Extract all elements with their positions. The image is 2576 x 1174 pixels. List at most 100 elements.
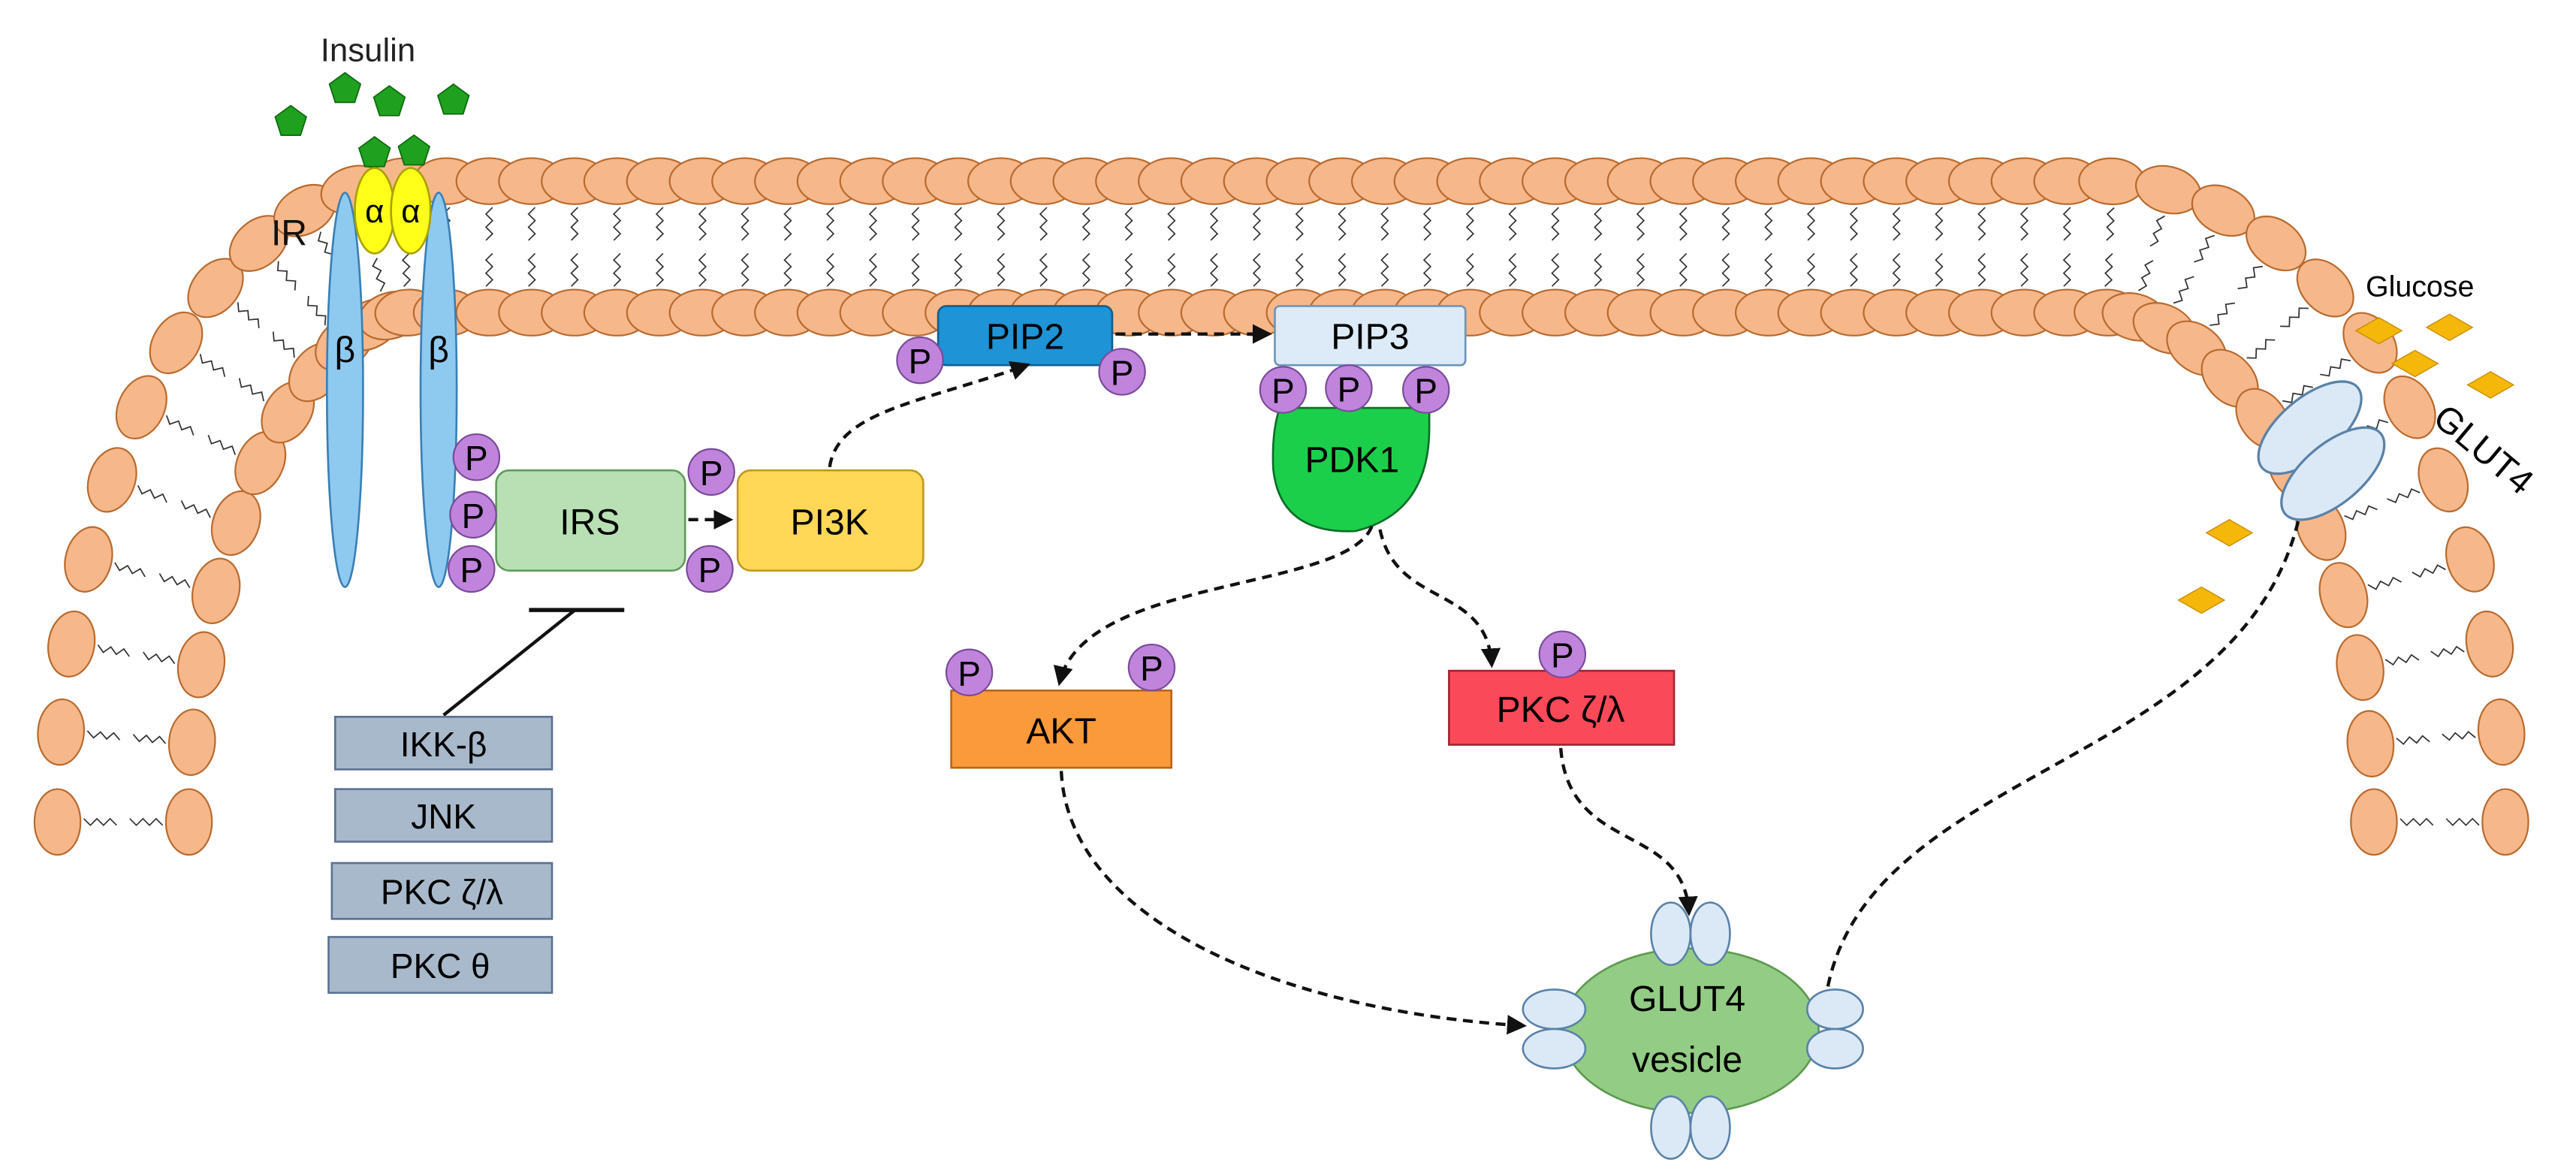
- lipid-tail: [1892, 207, 1901, 241]
- pathway-arrows: [688, 324, 2313, 1035]
- glucose-molecule: [2425, 313, 2474, 342]
- lipid-tail: [698, 252, 707, 287]
- phosphate-label: P: [460, 551, 483, 590]
- lipid-tail: [2280, 307, 2309, 327]
- glut4-vesicle: GLUT4 vesicle: [1522, 901, 1864, 1160]
- phosphate-label: P: [1271, 372, 1295, 411]
- lipid-head: [37, 698, 85, 766]
- lipid-tail: [570, 207, 579, 241]
- beta-label-left: β: [335, 330, 356, 370]
- lipid-tail: [1849, 252, 1858, 287]
- lipid-tail: [2396, 735, 2430, 745]
- pip3-node: PIP3: [1274, 305, 1467, 367]
- vesicle-body: [1561, 947, 1820, 1114]
- lipid-tail: [143, 651, 176, 665]
- lipid-tail: [1081, 252, 1090, 287]
- phosphate-label: P: [1111, 353, 1134, 392]
- lipid-tail: [1422, 207, 1432, 241]
- receptor-beta-subunit-right: [419, 192, 458, 588]
- lipid-tail: [132, 734, 167, 744]
- lipid-tail: [911, 207, 920, 241]
- lipid-tail: [825, 207, 835, 241]
- lipid-tail: [2430, 645, 2465, 658]
- lipid-tail: [180, 500, 211, 518]
- phosphate-group: P: [452, 433, 501, 481]
- lipid-tail: [2344, 505, 2378, 521]
- phosphate-group: P: [448, 545, 496, 593]
- lipid-tail: [2173, 276, 2194, 304]
- lipid-tail: [2138, 260, 2154, 291]
- phosphate-circle: [1127, 643, 1176, 692]
- beta-label-right: β: [428, 330, 449, 370]
- lipid-tail: [2194, 234, 2216, 263]
- pip2-label: PIP2: [986, 316, 1064, 357]
- lipid-head: [2477, 698, 2526, 766]
- phosphate-circle: [1402, 366, 1450, 414]
- lipid-head: [64, 526, 113, 593]
- lipid-tail: [137, 484, 167, 503]
- vesicle-label-line1: GLUT4: [1629, 979, 1745, 1019]
- insulin-molecule: [357, 136, 391, 167]
- insulin-molecule: [373, 85, 406, 116]
- pip3-label: PIP3: [1331, 316, 1409, 357]
- inhibition-line: [442, 608, 576, 717]
- lipid-tail: [484, 252, 494, 287]
- lipid-tail: [1338, 252, 1347, 287]
- lipid-tail: [527, 252, 536, 287]
- inhibitor-ikk-beta-label: IKK-β: [400, 725, 487, 764]
- insulin-receptor: β β α α: [326, 167, 458, 588]
- lipid-head: [33, 788, 82, 856]
- phosphate-label: P: [462, 496, 485, 536]
- lipid-tail: [484, 207, 494, 241]
- lipid-tail: [2104, 253, 2113, 287]
- glucose-molecule: [2205, 519, 2254, 547]
- lipid-tail: [2384, 653, 2420, 666]
- lipid-tail: [1081, 207, 1090, 241]
- lipid-head: [2296, 258, 2354, 318]
- inhibitor-list: IKK-β JNK PKC ζ/λ PKC θ: [327, 608, 625, 994]
- lipid-tail: [868, 252, 878, 287]
- phosphate-label: P: [1551, 636, 1574, 675]
- pip2-node: PIP2: [937, 305, 1114, 367]
- lipid-tail: [1295, 207, 1304, 241]
- lipid-tail: [655, 252, 665, 287]
- lipid-tail: [97, 644, 130, 657]
- insulin-molecule: [436, 83, 470, 115]
- pdk1-node: PDK1: [1271, 406, 1431, 533]
- glut4-subunit: [1805, 1028, 1864, 1070]
- akt-label: AKT: [1026, 711, 1096, 751]
- phosphate-circle: [687, 448, 735, 496]
- phosphate-circle: [1325, 364, 1373, 412]
- lipid-tail: [698, 207, 707, 241]
- lipid-tail: [1380, 252, 1389, 287]
- lipid-head: [2445, 526, 2495, 593]
- lipid-tail: [1380, 207, 1389, 241]
- lipid-tail: [1636, 252, 1645, 287]
- lipid-tail: [1594, 207, 1603, 241]
- lipid-tail: [2320, 358, 2351, 377]
- phosphate-circle: [449, 490, 497, 539]
- lipid-tail: [1209, 207, 1219, 241]
- phosphate-group: P: [1127, 643, 1176, 692]
- lipid-tail: [207, 434, 237, 455]
- lipid-head: [2383, 375, 2436, 439]
- lipid-tail: [129, 817, 164, 826]
- pi3k-label: PI3K: [791, 502, 869, 543]
- ir-label: IR: [271, 213, 307, 254]
- glucose-label: Glucose: [2366, 270, 2474, 303]
- lipid-head: [167, 708, 216, 776]
- glut4-subunit: [1522, 988, 1587, 1031]
- lipid-tail: [1764, 207, 1773, 241]
- lipid-tail: [613, 252, 622, 287]
- lipid-tail: [997, 252, 1006, 287]
- lipid-tail: [2106, 207, 2115, 241]
- lipid-tail: [1679, 252, 1688, 287]
- phosphate-group: P: [687, 448, 735, 496]
- inhibitor-jnk: JNK: [333, 788, 554, 843]
- lipid-tail: [1039, 207, 1048, 241]
- lipid-head: [86, 447, 137, 513]
- lipid-tail: [2246, 339, 2276, 359]
- lipid-tail: [83, 817, 117, 826]
- lipid-tail: [1465, 252, 1474, 287]
- lipid-tail: [2019, 207, 2029, 241]
